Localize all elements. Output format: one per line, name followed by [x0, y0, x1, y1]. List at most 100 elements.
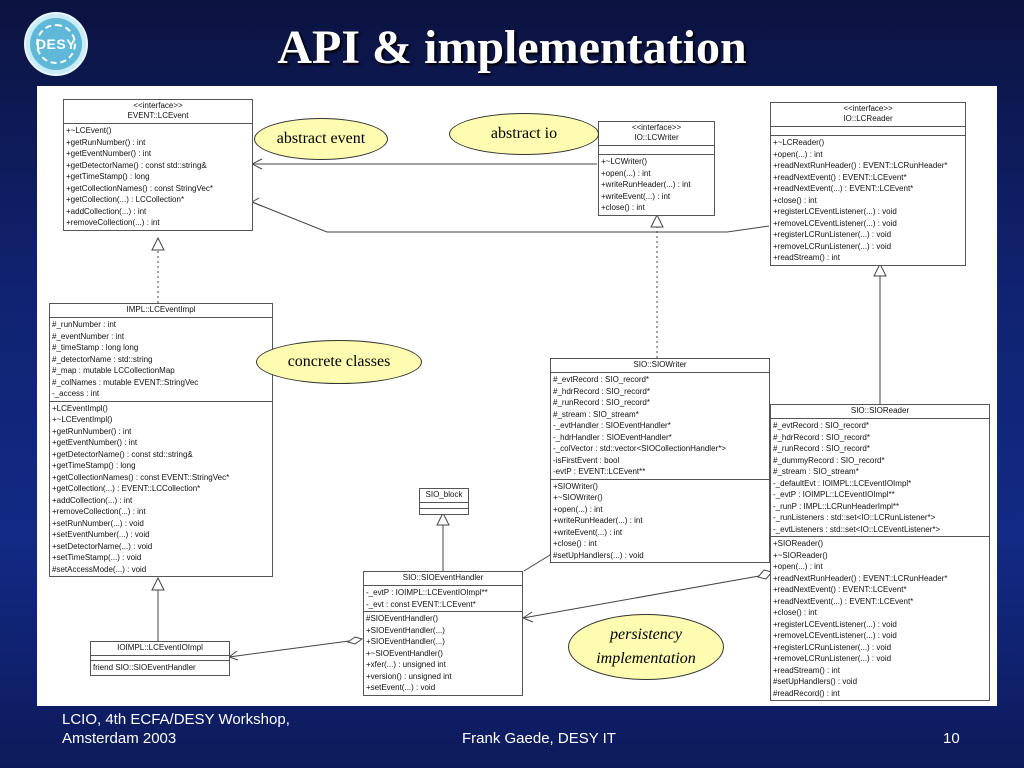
- footer-page-number: 10: [943, 730, 960, 747]
- uml-member: +close() : int: [601, 203, 645, 212]
- uml-member: +getRunNumber() : int: [52, 426, 132, 436]
- uml-member: -_evt : const EVENT::LCEvent*: [366, 599, 476, 609]
- bubble-abstract-io: abstract io: [449, 113, 599, 155]
- uml-member: #setUpHandlers(...) : void: [553, 550, 644, 560]
- class-methods: +~LCEvent() +getRunNumber() : int +getEven…: [64, 124, 252, 230]
- writer-to-handler-line: [523, 554, 551, 572]
- uml-member: +getEventNumber() : int: [66, 149, 152, 158]
- class-attributes-empty: [599, 146, 714, 155]
- class-sioeventhandler[interactable]: SIO::SIOEventHandler -_evtP : IOIMPL::LC…: [363, 571, 523, 696]
- ioimpl-inherits-impl-triangle: [151, 576, 165, 591]
- uml-member: +SIOEventHandler(...): [366, 637, 445, 646]
- class-attributes-empty: [771, 127, 965, 136]
- uml-member: #_map : mutable LCCollectionMap: [52, 366, 175, 375]
- uml-member: +writeRunHeader(...) : int: [601, 180, 691, 189]
- reader-to-handler-arrowhead: [521, 611, 534, 623]
- class-lcreader[interactable]: <<interface>> IO::LCReader +~LCReader()+…: [770, 102, 966, 266]
- uml-member: +getDetectorName() : const std::string&: [52, 449, 193, 459]
- desy-logo-ring: [36, 24, 76, 64]
- handler-ioimpl-diamond: [346, 636, 364, 645]
- class-name: SIO::SIOReader: [850, 406, 910, 415]
- uml-member: +writeEvent(...) : int: [553, 527, 623, 537]
- uml-member: +removeCollection(...) : int: [52, 507, 146, 516]
- uml-member: -isFirstEvent : bool: [553, 455, 620, 465]
- class-methods: +LCEventImpl() +~LCEventImpl() +getRunNumb…: [50, 402, 272, 577]
- uml-member: +readNextRunHeader() : EVENT::LCRunHeade…: [773, 573, 948, 583]
- bubble-abstract-event-text: abstract event: [276, 130, 366, 147]
- class-siowriter[interactable]: SIO::SIOWriter #_evtRecord : SIO_record*…: [550, 358, 770, 563]
- uml-member: -_evtP : IOIMPL::LCEventIOImpl**: [773, 490, 895, 499]
- uml-member: +readNextEvent(...) : EVENT::LCEvent*: [773, 184, 914, 193]
- footer-place-line: Amsterdam 2003: [62, 730, 177, 747]
- uml-member: +LCEventImpl(): [52, 403, 108, 413]
- reader-to-event-line: [251, 201, 770, 233]
- uml-member: +removeCollection(...) : int: [66, 218, 160, 227]
- uml-member: +removeLCRunListener(...) : void: [773, 654, 892, 663]
- slide-title: API & implementation: [277, 21, 747, 74]
- uml-member: #_stream : SIO_stream*: [553, 409, 639, 419]
- uml-member: +close() : int: [773, 608, 817, 617]
- uml-member: +SIOWriter(): [553, 481, 598, 491]
- uml-member: +~LCEventImpl(): [52, 415, 113, 424]
- class-name: SIO::SIOEventHandler: [402, 573, 484, 582]
- uml-member: +open(...) : int: [601, 168, 651, 178]
- uml-member: +version() : unsigned int: [366, 671, 452, 681]
- class-name: EVENT::LCEvent: [127, 111, 189, 120]
- uml-member: +~SIOReader(): [773, 550, 828, 560]
- sioreader-realizes-lcreader-triangle: [873, 262, 887, 277]
- uml-member: +~LCEvent(): [66, 126, 112, 135]
- uml-member: +removeLCRunListener(...) : void: [773, 241, 892, 251]
- uml-member: +setDetectorName(...) : void: [52, 541, 153, 551]
- class-sioblock[interactable]: SIO_block: [419, 488, 469, 515]
- bubble-persistency-line1: persistency: [610, 626, 682, 643]
- class-lcevent[interactable]: <<interface>> EVENT::LCEvent +~LCEvent()…: [63, 99, 253, 231]
- bubble-concrete-classes: concrete classes: [256, 340, 422, 384]
- uml-member: -_colVector : std::vector<SIOCollectionH…: [553, 444, 726, 453]
- uml-member: +getRunNumber() : int: [66, 137, 146, 147]
- uml-member: -_runListeners : std::set<IO::LCRunListe…: [773, 513, 936, 522]
- uml-member: +setRunNumber(...) : void: [52, 518, 144, 528]
- class-methods: +~LCReader()+open(...) : int+readNextRun…: [771, 136, 965, 265]
- uml-member: -evtP : EVENT::LCEvent**: [553, 467, 646, 476]
- uml-member: #setAccessMode(...) : void: [52, 564, 147, 574]
- uml-member: #readRecord() : int: [773, 688, 840, 698]
- class-attributes-empty: [420, 503, 468, 509]
- uml-member: #_colNames : mutable EVENT::StringVec: [52, 377, 199, 387]
- uml-member: #_timeStamp : long long: [52, 343, 139, 352]
- class-methods-empty: [420, 509, 468, 514]
- uml-member: +addCollection(...) : int: [52, 495, 133, 505]
- footer-left: LCIO, 4th ECFA/DESY Workshop, Amsterdam …: [62, 710, 290, 748]
- class-attributes: #_runNumber : int#_eventNumber : int#_ti…: [50, 318, 272, 402]
- impl-realizes-event-triangle: [151, 236, 165, 251]
- siowriter-realizes-lcwriter-triangle: [650, 213, 664, 228]
- uml-member: +registerLCRunListener(...) : void: [773, 230, 892, 239]
- uml-member: +writeEvent(...) : int: [601, 191, 671, 201]
- class-name: IMPL::LCEventImpl: [126, 305, 196, 314]
- class-lceventimpl[interactable]: IMPL::LCEventImpl #_runNumber : int#_eve…: [49, 303, 273, 577]
- class-header: SIO_block: [420, 489, 468, 503]
- footer-author: Frank Gaede, DESY IT: [462, 730, 616, 747]
- class-name: SIO_block: [425, 490, 463, 499]
- uml-member: +getCollectionNames() : const EVENT::Str…: [52, 472, 230, 482]
- uml-member: +registerLCRunListener(...) : void: [773, 642, 892, 652]
- class-name: SIO::SIOWriter: [633, 360, 687, 369]
- uml-member: #_runNumber : int: [52, 320, 117, 329]
- class-name: IO::LCWriter: [634, 133, 679, 142]
- uml-member: #setUpHandlers() : void: [773, 677, 858, 686]
- class-lcwriter[interactable]: <<interface>> IO::LCWriter +~LCWriter()+…: [598, 121, 715, 216]
- uml-member: -_access : int: [52, 389, 100, 398]
- uml-member: #_runRecord : SIO_record*: [553, 398, 650, 407]
- class-methods: +SIOWriter()+~SIOWriter()+open(...) : in…: [551, 480, 769, 563]
- uml-member: +removeLCEventListener(...) : void: [773, 218, 897, 228]
- class-header: <<interface>> EVENT::LCEvent: [64, 100, 252, 124]
- class-header: IOIMPL::LCEventIOImpl: [91, 642, 229, 656]
- uml-member: +readNextRunHeader() : EVENT::LCRunHeade…: [773, 161, 948, 170]
- class-sioreader[interactable]: SIO::SIOReader #_evtRecord : SIO_record*…: [770, 404, 990, 701]
- uml-member: -_hdrHandler : SIOEventHandler*: [553, 432, 672, 442]
- uml-member: -_evtListeners : std::set<IO::LCEventLis…: [773, 524, 941, 534]
- class-header: IMPL::LCEventImpl: [50, 304, 272, 318]
- uml-member: +removeLCEventListener(...) : void: [773, 631, 897, 640]
- uml-member: #_runRecord : SIO_record*: [773, 444, 870, 453]
- class-lceventioimpl[interactable]: IOIMPL::LCEventIOImpl friend SIO::SIOEve…: [90, 641, 230, 676]
- class-methods: #SIOEventHandler()+SIOEventHandler(...)+…: [364, 612, 522, 695]
